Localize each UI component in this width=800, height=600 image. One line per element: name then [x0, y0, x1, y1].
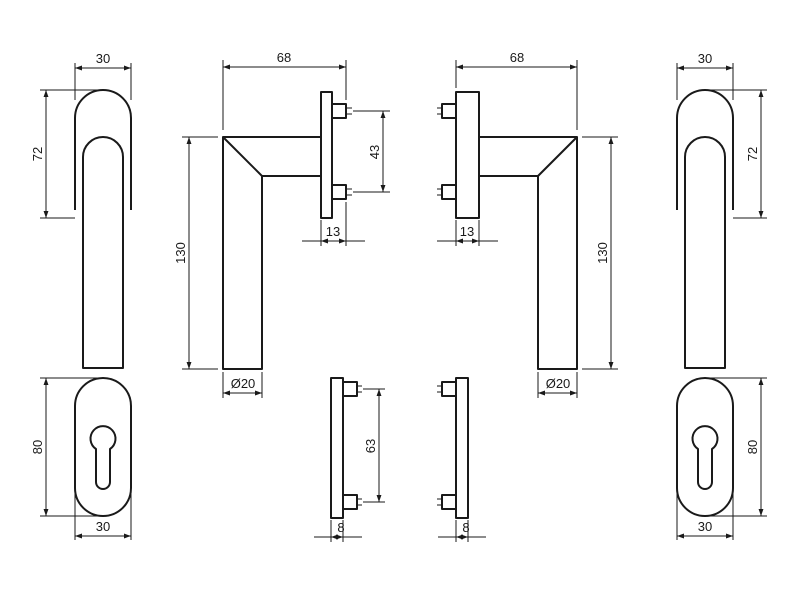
left-plate-side-view: 63 8 — [314, 377, 385, 542]
right-rosette-height-label: 72 — [745, 147, 760, 161]
right-handle-grip — [684, 136, 726, 369]
left-escutcheon-outline — [74, 377, 132, 517]
left-rose-holes-label: 43 — [367, 145, 382, 159]
right-rose-pin-bottom — [441, 184, 457, 200]
right-handle-height-label: 130 — [595, 242, 610, 264]
left-plate-holes-label: 63 — [363, 439, 378, 453]
right-rose-pin-top — [441, 103, 457, 119]
left-grip-diameter-label: Ø20 — [231, 376, 256, 391]
right-plate-body — [455, 377, 469, 519]
left-handle-profile — [222, 136, 322, 370]
right-rosette-width-label: 30 — [698, 51, 712, 66]
left-plate-body — [330, 377, 344, 519]
right-keyhole — [691, 425, 719, 490]
left-front-view: 30 72 80 30 — [30, 51, 132, 540]
right-handle-profile — [478, 136, 578, 370]
right-plate-pin-bottom — [441, 494, 457, 510]
left-rosette-outline — [74, 89, 132, 210]
right-plate-pin-top — [441, 381, 457, 397]
right-grip-diameter-label: Ø20 — [546, 376, 571, 391]
right-plate-depth-label: 8 — [462, 520, 469, 535]
left-plate-depth-label: 8 — [337, 520, 344, 535]
left-keyhole — [89, 425, 117, 490]
right-rose-depth-label: 13 — [460, 224, 474, 239]
left-plate-pin-bottom — [342, 494, 358, 510]
right-escutcheon-height-label: 80 — [745, 440, 760, 454]
left-escutcheon-width-label: 30 — [96, 519, 110, 534]
left-escutcheon-height-label: 80 — [30, 440, 45, 454]
right-escutcheon-width-label: 30 — [698, 519, 712, 534]
right-plate-side-view: 8 — [437, 377, 486, 542]
left-side-view: 68 43 13 130 Ø20 — [173, 50, 390, 398]
right-front-view: 30 72 80 30 — [676, 51, 767, 540]
left-plate-pin-top — [342, 381, 358, 397]
left-rose-plate — [320, 91, 333, 219]
right-rose-plate — [455, 91, 480, 219]
left-rose-depth-label: 13 — [326, 224, 340, 239]
right-handle-length-label: 68 — [510, 50, 524, 65]
right-side-view: 68 13 130 Ø20 — [437, 50, 618, 398]
left-rose-pin-top — [331, 103, 347, 119]
left-handle-grip — [82, 136, 124, 369]
left-rose-pin-bottom — [331, 184, 347, 200]
left-handle-length-label: 68 — [277, 50, 291, 65]
right-escutcheon-outline — [676, 377, 734, 517]
left-handle-height-label: 130 — [173, 242, 188, 264]
left-rosette-width-label: 30 — [96, 51, 110, 66]
left-rosette-height-label: 72 — [30, 147, 45, 161]
